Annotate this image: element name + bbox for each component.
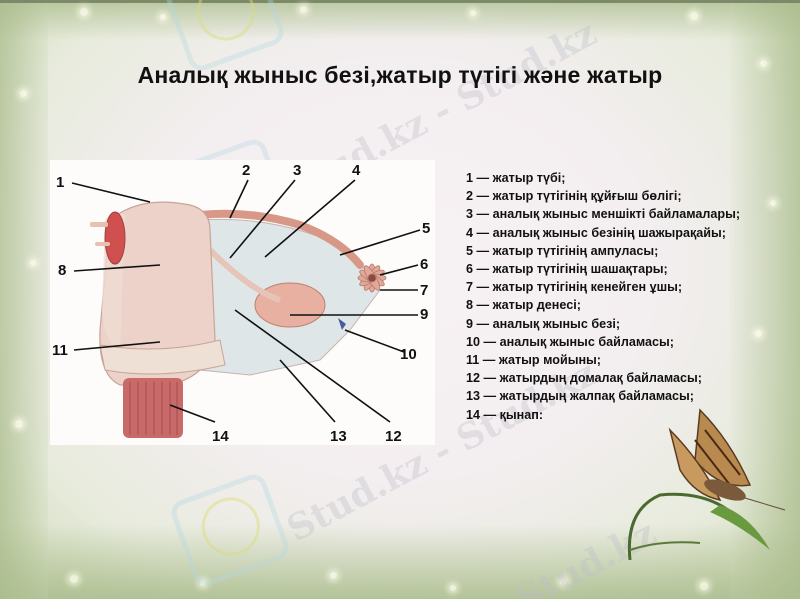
butterfly-icon (627, 408, 786, 561)
diagram-label: 11 (52, 342, 68, 359)
bokeh-dot (700, 582, 708, 590)
legend-item: 11 — жатыр мойыны; (466, 353, 602, 368)
legend-item: 10 — аналық жыныс байламасы; (466, 334, 674, 349)
legend-item: 1 — жатыр түбі; (466, 171, 566, 185)
diagram-label: 4 (352, 162, 361, 179)
anatomy-diagram: 1 2 3 4 5 6 7 8 9 10 11 12 13 14 (50, 160, 435, 445)
legend-list: 1 — жатыр түбі; 2 — жатыр түтігінің құйғ… (466, 169, 740, 424)
bokeh-dot (200, 580, 206, 586)
diagram-label: 9 (420, 306, 429, 323)
legend-item: 4 — аналық жыныс безінің шажырақайы; (466, 225, 726, 240)
left-frame (0, 0, 48, 599)
bottom-frame (0, 524, 800, 599)
diagram-label: 6 (420, 256, 429, 273)
bokeh-dot (70, 575, 78, 583)
uterus-illustration (71, 179, 421, 438)
slide-title: Аналық жыныс безі,жатыр түтігі және жаты… (137, 62, 663, 88)
legend-item: 9 — аналық жыныс безі; (466, 316, 621, 331)
bokeh-dot (300, 6, 307, 13)
bokeh-dot (160, 14, 166, 20)
bokeh-dot (690, 12, 698, 20)
top-frame (0, 0, 800, 40)
bokeh-dot (330, 572, 337, 579)
bokeh-dot (560, 578, 567, 585)
diagram-label: 10 (400, 346, 417, 363)
diagram-label: 3 (293, 162, 302, 179)
diagram-label: 13 (330, 428, 347, 445)
bokeh-dot (20, 90, 27, 97)
diagram-label: 1 (56, 174, 65, 191)
legend-item: 8 — жатыр денесі; (466, 298, 581, 313)
top-border (0, 0, 800, 3)
legend-item: 13 — жатырдың жалпақ байламасы; (466, 389, 694, 404)
bokeh-dot (80, 8, 88, 16)
legend-item: 14 — қынап: (466, 407, 544, 422)
diagram-label: 14 (212, 428, 229, 445)
diagram-label: 7 (420, 282, 429, 299)
bokeh-dot (470, 10, 476, 16)
bokeh-dot (450, 585, 456, 591)
bokeh-dot (760, 60, 767, 67)
legend-item: 12 — жатырдың домалақ байламасы; (466, 371, 702, 386)
bokeh-dot (15, 420, 23, 428)
legend-item: 5 — жатыр түтігінің ампуласы; (466, 243, 659, 258)
legend-item: 2 — жатыр түтігінің құйғыш бөлігі; (466, 189, 682, 204)
diagram-label: 8 (58, 262, 67, 279)
legend-item: 6 — жатыр түтігінің шашақтары; (466, 262, 668, 277)
bokeh-dot (755, 330, 762, 337)
legend-item: 3 — аналық жыныс меншікті байламалары; (466, 207, 741, 222)
legend-item: 7 — жатыр түтігінің кенейген ұшы; (466, 280, 683, 295)
diagram-label: 12 (385, 428, 402, 445)
diagram-label: 5 (422, 220, 431, 237)
diagram-label: 2 (242, 162, 251, 179)
bokeh-dot (770, 200, 776, 206)
bokeh-dot (30, 260, 36, 266)
